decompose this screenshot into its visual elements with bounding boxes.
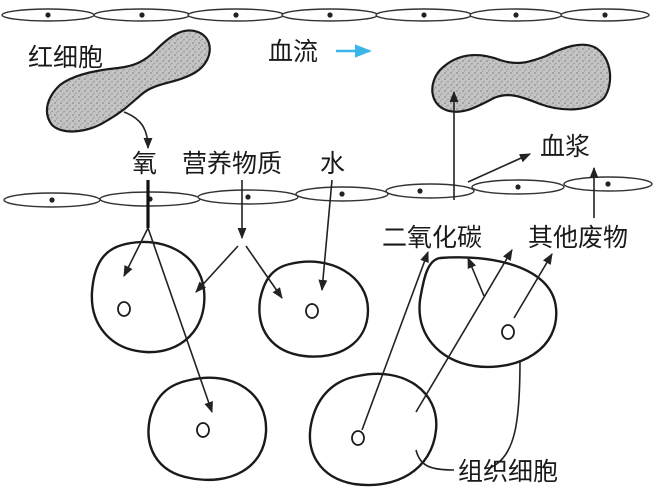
tissue-cell-leader-a — [490, 360, 520, 468]
endothelial-nucleus — [45, 12, 50, 17]
tissue-cell-label: 组织细胞 — [458, 457, 558, 486]
nucleus — [352, 431, 364, 445]
endothelial-nucleus — [513, 12, 518, 17]
red-blood-cell-label: 红细胞 — [28, 43, 103, 72]
endothelial-nucleus — [602, 12, 607, 17]
tissue-cell-4 — [149, 378, 267, 480]
tissue-cell-2 — [259, 262, 368, 357]
endothelial-nucleus — [605, 181, 610, 186]
tissue-cell-3 — [420, 257, 557, 367]
tissue-cell-5 — [310, 374, 436, 485]
plasma-label: 血浆 — [540, 132, 590, 161]
endothelial-nucleus — [327, 12, 332, 17]
endothelial-nucleus — [339, 191, 344, 196]
endothelial-nucleus — [139, 12, 144, 17]
nutrients-label: 营养物质 — [182, 149, 282, 178]
carbon-dioxide-label: 二氧化碳 — [382, 223, 482, 252]
red-blood-cell-right — [432, 45, 610, 112]
capillary-wall-bottom — [4, 177, 652, 207]
endothelial-nucleus — [233, 12, 238, 17]
endothelial-nucleus — [421, 12, 426, 17]
blood-flow-label: 血流 — [268, 37, 318, 66]
plasma-arrow — [468, 154, 530, 182]
endothelial-nucleus — [515, 184, 520, 189]
nucleus — [502, 325, 514, 339]
nucleus — [306, 304, 318, 318]
water-label: 水 — [320, 149, 345, 178]
tissue-cell-1 — [92, 242, 205, 352]
other-waste-label: 其他废物 — [528, 223, 628, 252]
nucleus — [118, 302, 130, 316]
endothelial-nucleus — [417, 188, 422, 193]
endothelial-cell — [386, 184, 474, 198]
oxygen-label: 氧 — [132, 149, 157, 178]
nucleus — [197, 423, 209, 437]
endothelial-nucleus — [49, 197, 54, 202]
rbc-to-oxygen-arrow — [124, 112, 148, 148]
capillary-wall-top — [2, 9, 649, 21]
endothelial-nucleus — [245, 194, 250, 199]
nutrients-to-cell1-arrow — [196, 246, 238, 292]
